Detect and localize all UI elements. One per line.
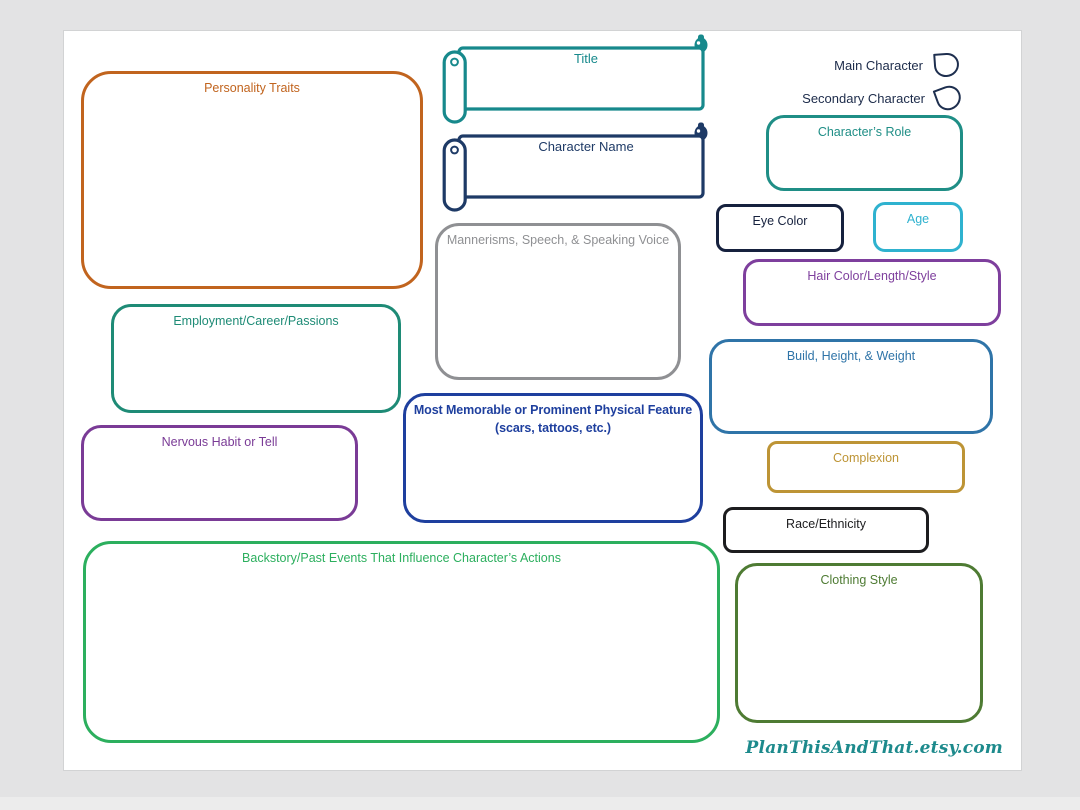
scroll-banner-icon <box>442 122 708 212</box>
field-age-label: Age <box>906 212 930 226</box>
title-banner: Title <box>442 34 710 126</box>
field-employment: Employment/Career/Passions <box>111 304 401 413</box>
field-personality-traits: Personality Traits <box>81 71 423 289</box>
field-nervous-habit: Nervous Habit or Tell <box>81 425 358 521</box>
scroll-banner-icon <box>442 34 708 124</box>
field-eye-color-label: Eye Color <box>752 214 808 228</box>
field-backstory: Backstory/Past Events That Influence Cha… <box>83 541 720 743</box>
legend-main-character: Main Character <box>834 50 960 80</box>
field-character-role-label: Character’s Role <box>817 125 912 139</box>
field-employment-label: Employment/Career/Passions <box>173 314 339 328</box>
field-hair: Hair Color/Length/Style <box>743 259 1001 326</box>
field-backstory-label: Backstory/Past Events That Influence Cha… <box>242 551 561 565</box>
field-eye-color: Eye Color <box>716 204 844 252</box>
background-strip <box>0 797 1080 810</box>
field-mannerisms-label: Mannerisms, Speech, & Speaking Voice <box>446 233 670 247</box>
legend-secondary-character: Secondary Character <box>802 82 965 114</box>
field-mannerisms: Mannerisms, Speech, & Speaking Voice <box>435 223 681 380</box>
character-name-banner: Character Name <box>442 122 710 214</box>
field-build-label: Build, Height, & Weight <box>786 349 916 363</box>
field-complexion: Complexion <box>767 441 965 493</box>
field-race-ethnicity: Race/Ethnicity <box>723 507 929 553</box>
teardrop-shape-icon <box>932 82 965 114</box>
field-clothing-style: Clothing Style <box>735 563 983 723</box>
field-complexion-label: Complexion <box>832 451 899 465</box>
field-memorable-feature-sublabel: (scars, tattoos, etc.) <box>495 420 611 435</box>
field-hair-label: Hair Color/Length/Style <box>807 269 937 283</box>
field-build: Build, Height, & Weight <box>709 339 993 434</box>
field-nervous-habit-label: Nervous Habit or Tell <box>161 435 278 449</box>
character-name-banner-label: Character Name <box>538 139 634 154</box>
title-banner-label: Title <box>573 51 599 66</box>
field-clothing-style-label: Clothing Style <box>820 573 898 587</box>
field-race-ethnicity-label: Race/Ethnicity <box>786 517 866 531</box>
field-age: Age <box>873 202 963 252</box>
field-personality-traits-label: Personality Traits <box>204 81 300 95</box>
field-character-role: Character’s Role <box>766 115 963 191</box>
legend-main-character-label: Main Character <box>834 57 923 73</box>
watermark-url: PlanThisAndThat.etsy.com <box>745 738 1003 758</box>
teardrop-shape-icon <box>933 52 960 78</box>
legend-secondary-character-label: Secondary Character <box>802 90 925 106</box>
field-memorable-feature: Most Memorable or Prominent Physical Fea… <box>403 393 703 523</box>
worksheet-page: Personality Traits Title Character Name … <box>63 30 1022 771</box>
field-memorable-feature-label: Most Memorable or Prominent Physical Fea… <box>413 403 693 417</box>
